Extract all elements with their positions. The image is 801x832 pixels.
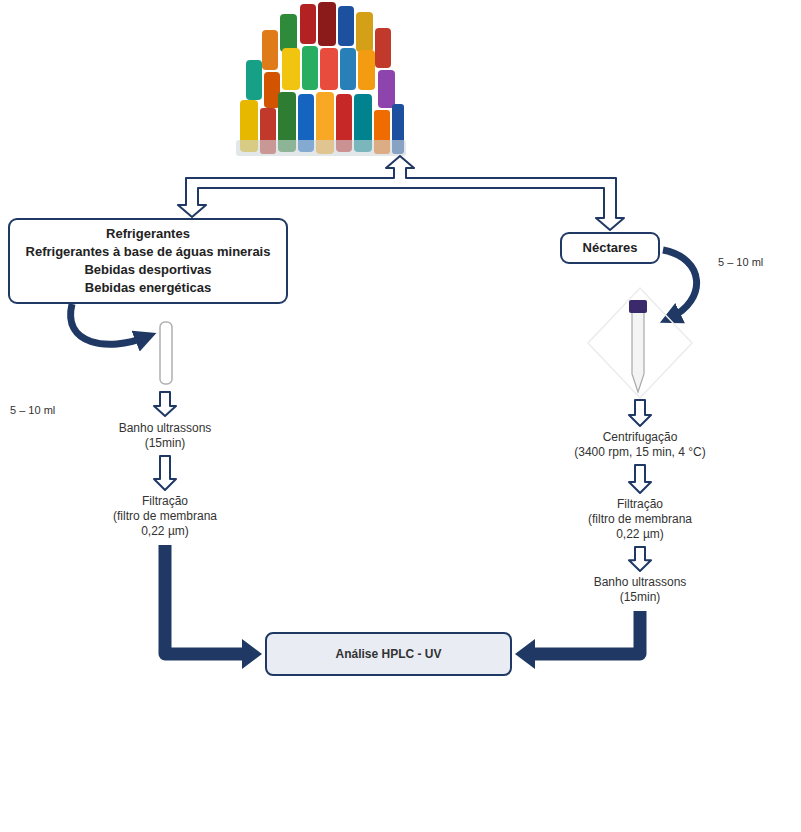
process-step: Filtração(filtro de membrana 0,22 µm) [577,497,703,542]
node-text: Centrifugação [555,430,725,445]
node-text: Refrigerantes [18,225,278,243]
node-text: Banho ultrassons [565,575,715,590]
flow-arrow-head [242,639,262,669]
node-text: Filtração [577,497,703,512]
node-text: (filtro de membrana 0,22 µm) [102,509,228,539]
process-step: Banho ultrassons(15min) [90,421,240,451]
node-text: Bebidas energéticas [18,279,278,297]
node-text: Banho ultrassons [90,421,240,436]
process-step: Banho ultrassons(15min) [565,575,715,605]
process-step: Centrifugação(3400 rpm, 15 min, 4 °C) [555,430,725,460]
node-text: (15min) [565,590,715,605]
step-arrow [154,456,176,490]
node-text: (15min) [90,436,240,451]
tube-frame [588,288,692,398]
step-arrow-shape [629,547,651,571]
step-arrow-shape [154,456,176,490]
beverage-picture [236,2,406,156]
step-arrow [629,400,651,426]
centrifuge-tube [632,312,644,392]
step-arrow [629,465,651,493]
tube-cap [629,300,647,313]
flow-arrow-shaft [535,611,640,654]
volume-label: 5 – 10 ml [718,255,763,269]
step-arrow [629,547,651,571]
flow-arrow [165,545,262,669]
group-box: Néctares [560,232,660,264]
node-text: Análise HPLC - UV [275,646,502,662]
node-text: Néctares [570,239,650,257]
pour-arrow [663,250,697,318]
node-text: (filtro de membrana 0,22 µm) [577,512,703,542]
pour-arrow [71,304,146,344]
node-text: Bebidas desportivas [18,261,278,279]
process-step: Filtração(filtro de membrana 0,22 µm) [102,494,228,539]
flow-arrow [515,611,640,669]
node-text: (3400 rpm, 15 min, 4 °C) [555,445,725,460]
node-text: Refrigerantes à base de águas minerais [18,243,278,261]
step-arrow [154,392,176,416]
step-arrow-shape [629,465,651,493]
volume-label: 5 – 10 ml [10,403,55,417]
node-text: Filtração [102,494,228,509]
flow-arrow-head [515,639,535,669]
flow-arrow-shaft [165,545,242,654]
test-tube [160,322,172,384]
result-box: Análise HPLC - UV [265,632,512,676]
group-box: RefrigerantesRefrigerantes à base de águ… [8,218,288,304]
